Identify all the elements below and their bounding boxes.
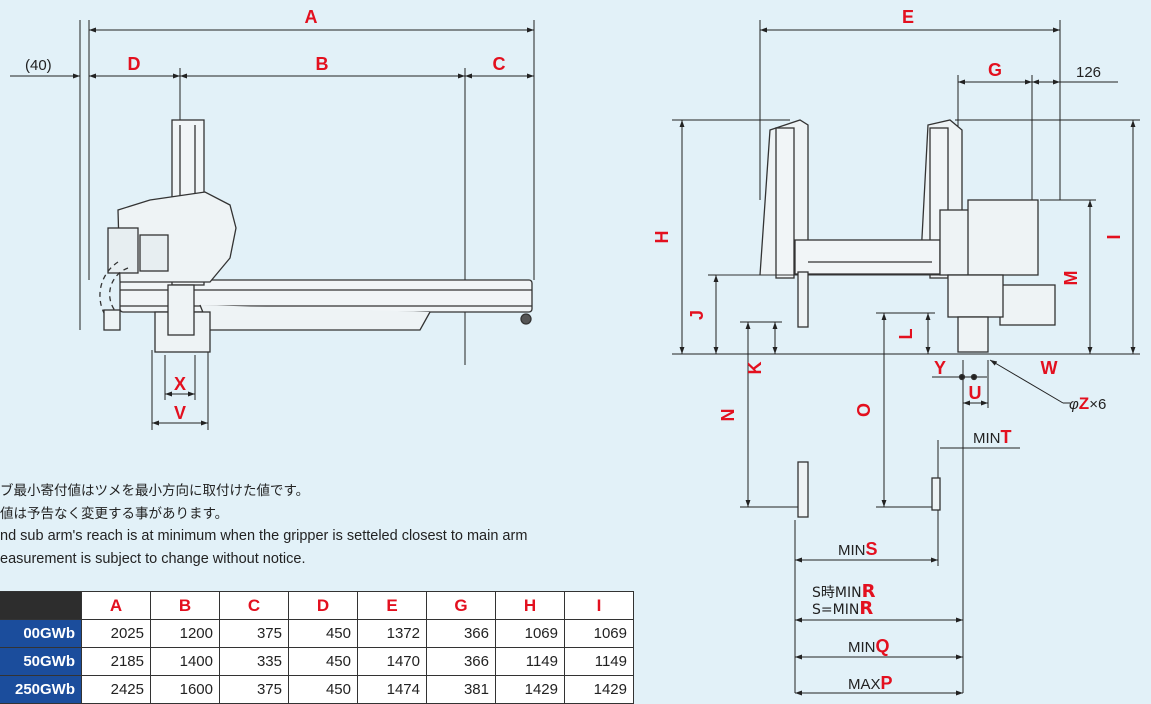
offset-40-value: (40) (25, 57, 52, 74)
table-cell: 450 (288, 619, 358, 648)
table-cell: 366 (426, 647, 496, 676)
table-cell: 375 (219, 675, 289, 704)
table-cell: 1069 (564, 619, 634, 648)
table-cell: 1069 (495, 619, 565, 648)
dim-label-J: J (687, 310, 707, 320)
dim-label-I: I (1104, 234, 1124, 239)
max-p-label: MAXP (848, 673, 893, 693)
table-header-row: A B C D E G H I (0, 591, 634, 620)
note-line: nd sub arm's reach is at minimum when th… (0, 528, 528, 544)
dim-label-H: H (652, 231, 672, 244)
table-cell: 1372 (357, 619, 427, 648)
min-r-label-line1: S時MINR (812, 581, 876, 602)
model-cell: 00GWb (0, 619, 82, 648)
table-cell: 366 (426, 619, 496, 648)
col-header: C (219, 591, 289, 620)
dim-label-O: O (854, 403, 874, 417)
dim-label-B: B (316, 54, 329, 74)
notes-block: ブ最小寄付値はツメを最小方向に取付けた値です。 値は予告なく変更する事があります… (0, 480, 527, 570)
min-q-label: MINQ (848, 636, 890, 656)
dim-label-Y: Y (934, 358, 946, 378)
dim-label-M: M (1061, 271, 1081, 286)
model-cell: 50GWb (0, 647, 82, 676)
col-header: H (495, 591, 565, 620)
col-header: D (288, 591, 358, 620)
dim-label-D: D (128, 54, 141, 74)
note-line: 値は予告なく変更する事があります。 (0, 505, 229, 522)
dim-label-E: E (902, 7, 914, 27)
table-row: 250GWb 2425 1600 375 450 1474 381 1429 1… (0, 675, 634, 704)
col-header: E (357, 591, 427, 620)
table-cell: 1429 (564, 675, 634, 704)
table-cell: 1600 (150, 675, 220, 704)
min-t-label: MINT (973, 427, 1012, 447)
note-line: easurement is subject to change without … (0, 550, 306, 567)
min-s-label: MINS (838, 539, 878, 559)
dim-label-X: X (174, 374, 186, 394)
dim-label-N: N (718, 409, 738, 422)
table-cell: 375 (219, 619, 289, 648)
table-cell: 1429 (495, 675, 565, 704)
model-cell: 250GWb (0, 675, 82, 704)
table-cell: 1149 (495, 647, 565, 676)
table-row: 50GWb 2185 1400 335 450 1470 366 1149 11… (0, 647, 634, 676)
z-hole-callout: φZ×6 (1069, 394, 1106, 413)
table-cell: 381 (426, 675, 496, 704)
table-cell: 1149 (564, 647, 634, 676)
dim-label-G: G (988, 60, 1002, 80)
dim-label-A: A (305, 7, 318, 27)
table-row: 00GWb 2025 1200 375 450 1372 366 1069 10… (0, 619, 634, 648)
dim-label-L: L (896, 329, 916, 340)
table-cell: 335 (219, 647, 289, 676)
width-126-value: 126 (1076, 64, 1101, 81)
table-cell: 1474 (357, 675, 427, 704)
table-cell: 450 (288, 675, 358, 704)
dim-label-C: C (493, 54, 506, 74)
col-header: I (564, 591, 634, 620)
table-corner (0, 591, 82, 620)
note-line: ブ最小寄付値はツメを最小方向に取付けた値です。 (0, 483, 310, 499)
table-cell: 1400 (150, 647, 220, 676)
min-r-label-line2: S=MINR (812, 598, 873, 619)
dim-label-U: U (969, 383, 982, 403)
table-cell: 1200 (150, 619, 220, 648)
table-cell: 2425 (81, 675, 151, 704)
dim-label-W: W (1041, 358, 1058, 378)
table-cell: 2185 (81, 647, 151, 676)
table-cell: 450 (288, 647, 358, 676)
col-header: A (81, 591, 151, 620)
col-header: G (426, 591, 496, 620)
spec-table: A B C D E G H I 00GWb 2025 1200 375 450 … (0, 591, 634, 704)
table-cell: 2025 (81, 619, 151, 648)
dim-label-K: K (745, 362, 765, 375)
dim-label-V: V (174, 403, 186, 423)
col-header: B (150, 591, 220, 620)
table-cell: 1470 (357, 647, 427, 676)
